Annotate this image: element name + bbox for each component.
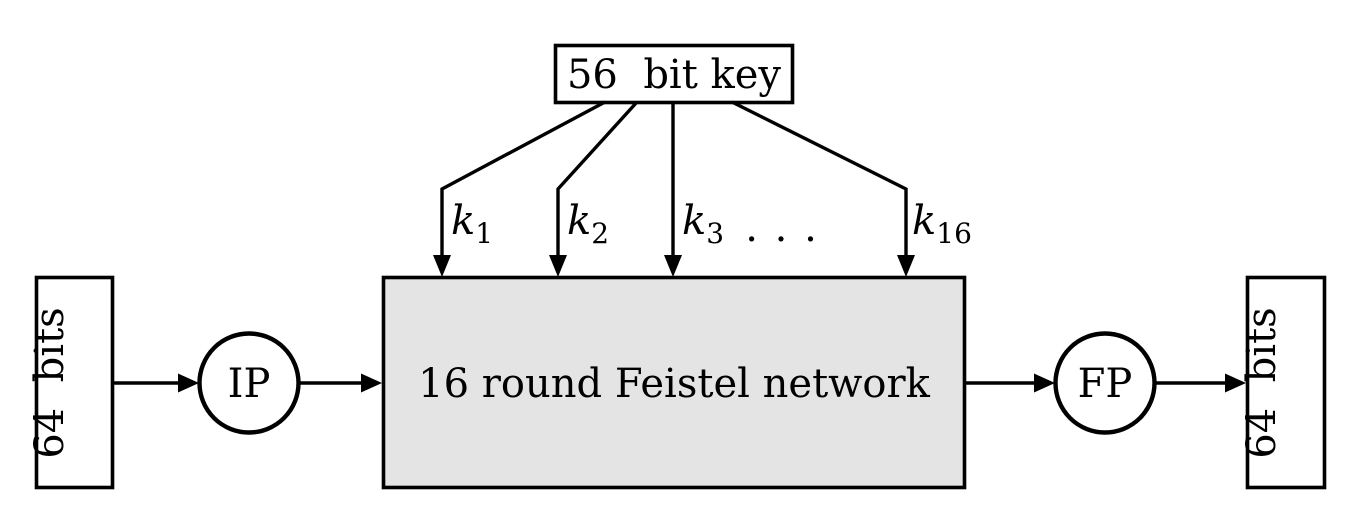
fp-node xyxy=(1053,331,1157,435)
ip-node-label: IP xyxy=(228,361,271,407)
fp-node-label: FP xyxy=(1078,361,1133,407)
pipeline-arrows xyxy=(114,373,1246,393)
key-schedule-ellipsis: . . . xyxy=(745,205,819,251)
key-box-label: 56 bit key xyxy=(567,52,781,98)
arrowhead-k16-icon xyxy=(897,255,915,277)
subkey-k16-base: k xyxy=(912,198,936,244)
subkey-k2-subscript: 2 xyxy=(591,217,609,250)
input-block-label: 64 bits xyxy=(27,307,73,458)
key-line-k2 xyxy=(556,100,639,257)
subkey-k1-subscript: 1 xyxy=(475,217,493,250)
feistel-network-box xyxy=(381,275,967,490)
subkey-k16-subscript: 16 xyxy=(936,217,972,250)
subkey-label-k2: k2 xyxy=(567,198,609,250)
subkey-k3-base: k xyxy=(682,198,706,244)
arrowhead-k3-icon xyxy=(664,255,682,277)
subkey-k2-base: k xyxy=(567,198,591,244)
arrow-ip-to-feistel-head-icon xyxy=(361,373,382,393)
arrow-input-to-ip-head-icon xyxy=(178,373,199,393)
key-line-k1 xyxy=(440,100,606,257)
subkey-labels: k1 k2 k3 k16 . . . xyxy=(451,198,972,251)
input-block-box xyxy=(34,275,115,490)
key-schedule-lines xyxy=(440,100,908,257)
arrow-fp-to-output-head-icon xyxy=(1225,373,1246,393)
subkey-label-k16: k16 xyxy=(912,198,972,250)
arrow-feistel-to-fp-head-icon xyxy=(1034,373,1055,393)
output-block-box xyxy=(1245,275,1327,490)
ip-node xyxy=(197,331,301,435)
subkey-k3-subscript: 3 xyxy=(706,217,724,250)
subkey-label-k1: k1 xyxy=(451,198,493,250)
feistel-network-label: 16 round Feistel network xyxy=(418,361,930,407)
arrowhead-k2-icon xyxy=(549,255,567,277)
subkey-k1-base: k xyxy=(451,198,475,244)
key-schedule-arrowheads xyxy=(433,255,915,277)
key-line-k16 xyxy=(731,100,908,257)
output-block-label: 64 bits xyxy=(1239,307,1285,458)
subkey-label-k3: k3 xyxy=(682,198,724,250)
arrowhead-k1-icon xyxy=(433,255,451,277)
